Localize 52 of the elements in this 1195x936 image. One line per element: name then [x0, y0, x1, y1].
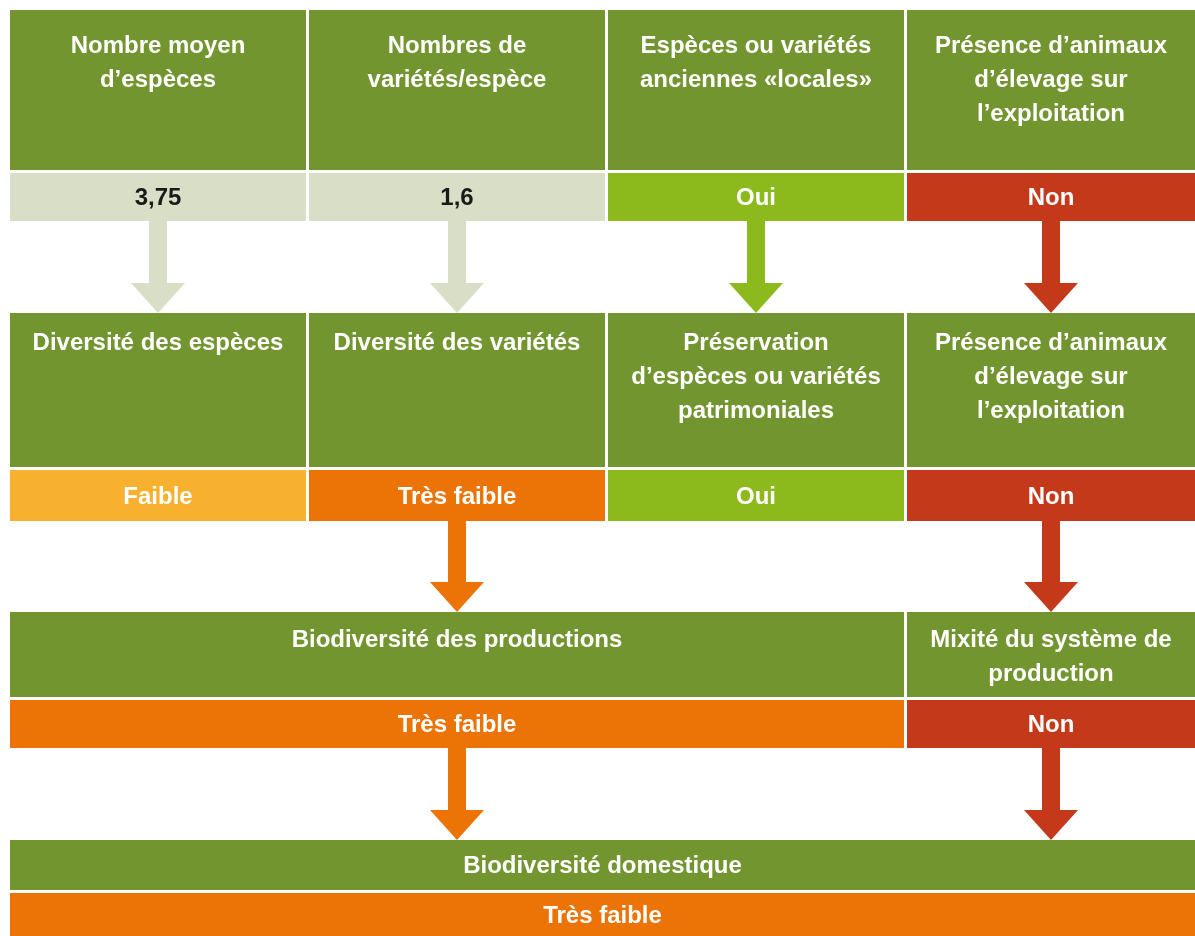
- value-text: Très faible: [543, 899, 662, 930]
- indicator-header: [608, 313, 904, 467]
- value-text: Très faible: [397, 709, 517, 739]
- arrow: [430, 521, 484, 612]
- header-text: Mixité du système de production: [929, 624, 1173, 688]
- arrow: [1024, 521, 1078, 612]
- result-bar: [309, 470, 605, 521]
- result-bar: [608, 173, 904, 221]
- indicator-header: [10, 313, 306, 467]
- header-text: Préservation d’espèces ou variétés patrimoniales: [630, 327, 882, 425]
- arrow: [430, 221, 484, 313]
- indicator-header: [608, 10, 904, 170]
- result-bar: [608, 470, 904, 521]
- result-bar: [10, 893, 1195, 936]
- value-text: 3,75: [134, 182, 182, 212]
- header-text: Espèces ou variétés anciennes «locales»: [638, 30, 874, 94]
- result-bar: [907, 173, 1195, 221]
- value-text: Biodiversité domestique: [463, 850, 742, 880]
- indicator-header: [907, 612, 1195, 697]
- arrow: [729, 221, 783, 313]
- header-text: Diversité des variétés: [333, 327, 581, 357]
- header-text: Nombres de variétés/espèce: [366, 30, 548, 94]
- result-bar: [10, 700, 904, 748]
- value-text: 1,6: [440, 182, 474, 212]
- value-text: Non: [1027, 480, 1075, 511]
- indicator-header: [309, 10, 605, 170]
- header-text: Biodiversité des productions: [291, 624, 623, 654]
- indicator-header: [907, 313, 1195, 467]
- indicator-header: [309, 313, 605, 467]
- value-text: Non: [1027, 182, 1075, 212]
- value-text: Faible: [123, 480, 193, 511]
- result-bar: [10, 173, 306, 221]
- arrow: [1024, 748, 1078, 840]
- indicator-header: [10, 612, 904, 697]
- header-text: Diversité des espèces: [32, 327, 284, 357]
- indicator-header: [907, 10, 1195, 170]
- result-bar: [10, 840, 1195, 890]
- header-text: Présence d’animaux d’élevage sur l’exploitation: [933, 30, 1169, 128]
- value-text: Très faible: [397, 480, 517, 511]
- value-text: Non: [1027, 709, 1075, 739]
- value-text: Oui: [736, 480, 776, 511]
- header-text: Présence d’animaux d’élevage sur l’exploitation: [933, 327, 1169, 425]
- result-bar: [907, 700, 1195, 748]
- header-text: Nombre moyen d’espèces: [69, 30, 247, 94]
- result-bar: [907, 470, 1195, 521]
- arrow: [430, 748, 484, 840]
- value-text: Oui: [736, 182, 776, 212]
- result-bar: [10, 470, 306, 521]
- result-bar: [309, 173, 605, 221]
- arrow: [131, 221, 185, 313]
- indicator-header: [10, 10, 306, 170]
- arrow: [1024, 221, 1078, 313]
